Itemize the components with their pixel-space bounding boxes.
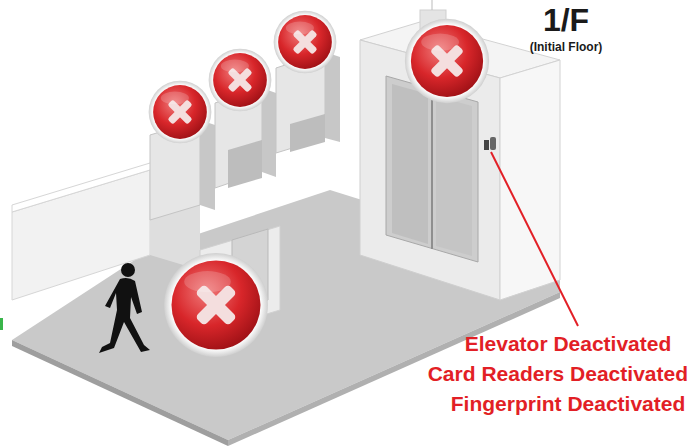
x-mark bbox=[209, 49, 272, 112]
leader-line bbox=[491, 152, 578, 326]
x-mark bbox=[164, 253, 268, 357]
card-reader bbox=[484, 140, 489, 150]
floor-number: 1/F bbox=[543, 2, 589, 39]
x-mark bbox=[405, 19, 489, 103]
fingerprint-reader bbox=[490, 137, 496, 150]
edge-mark bbox=[0, 318, 3, 330]
x-mark bbox=[274, 11, 337, 74]
floor-note: (Initial Floor) bbox=[530, 40, 603, 54]
status-text: Fingerprint Deactivated bbox=[451, 392, 686, 416]
status-text: Elevator Deactivated bbox=[465, 332, 672, 356]
status-text: Card Readers Deactivated bbox=[428, 362, 688, 386]
x-mark bbox=[149, 81, 212, 144]
person bbox=[99, 263, 150, 353]
